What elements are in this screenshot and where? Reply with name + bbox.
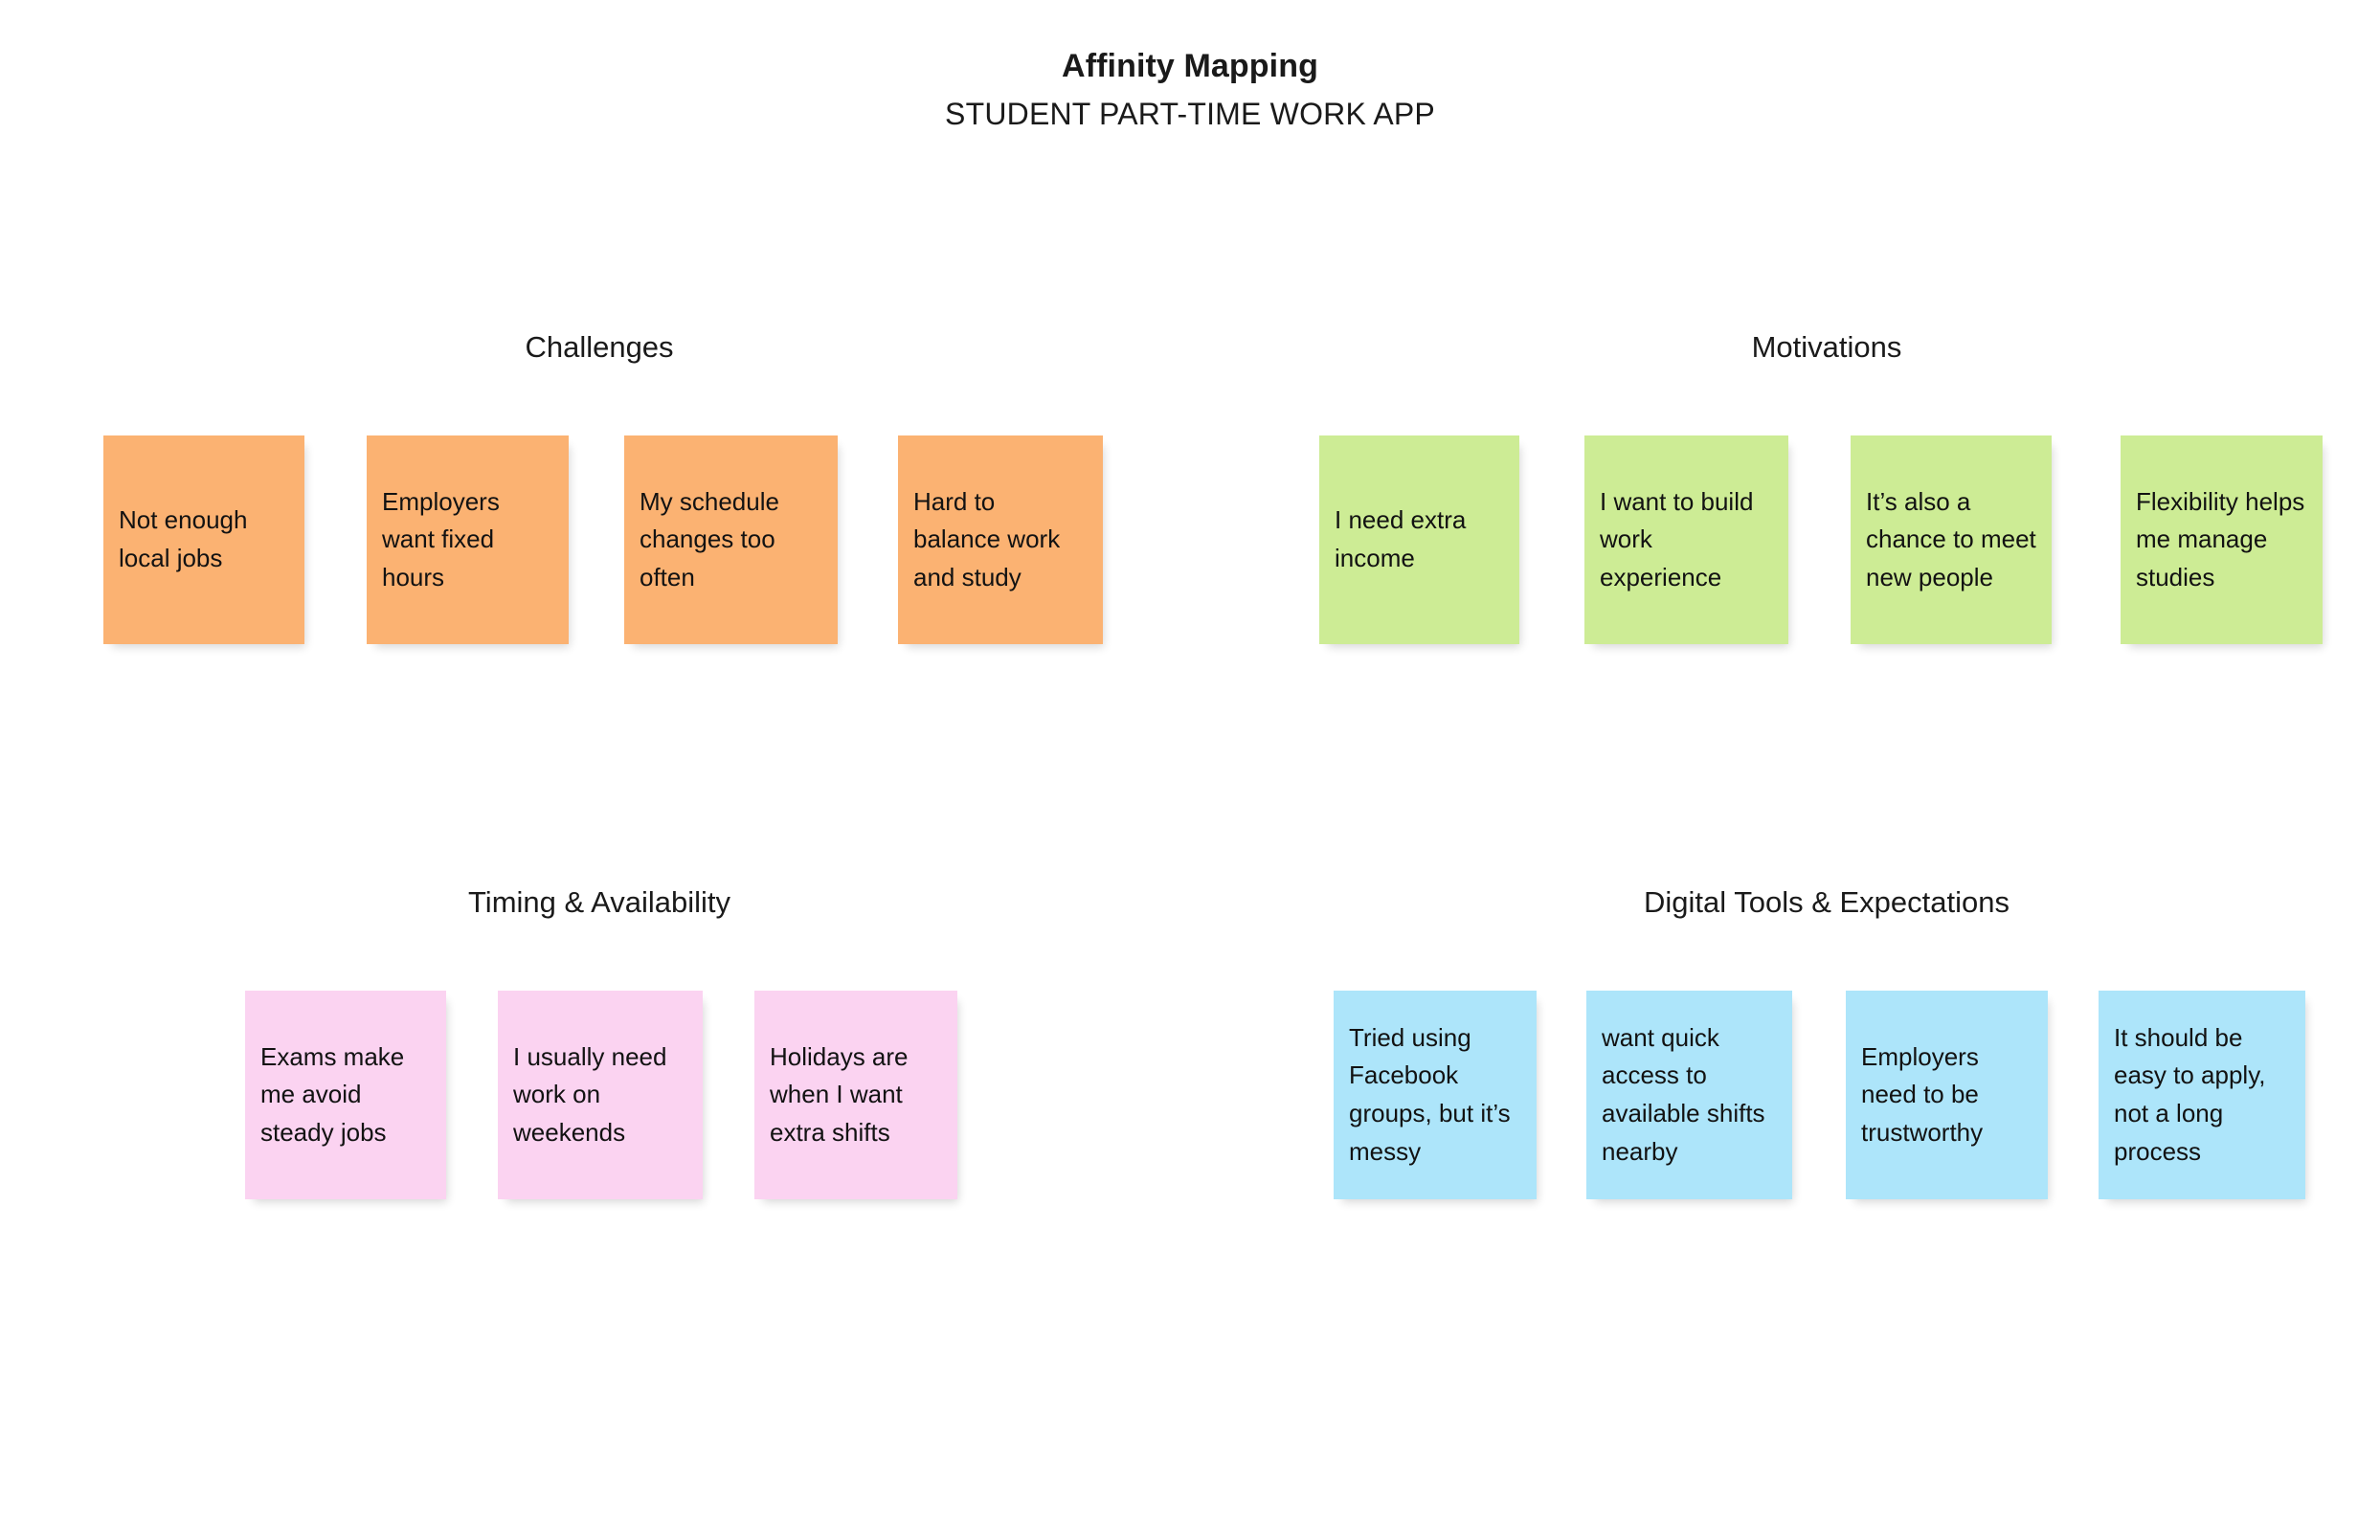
cluster-heading-digital-tools-expectations: Digital Tools & Expectations <box>1644 885 2010 919</box>
cluster-heading-timing-availability: Timing & Availability <box>468 885 730 919</box>
sticky-note-text: Exams make me avoid steady jobs <box>260 1041 405 1147</box>
sticky-note-text: It’s also a chance to meet new people <box>1866 486 2036 591</box>
sticky-note[interactable]: Not enough local jobs <box>103 435 304 644</box>
sticky-note[interactable]: want quick access to available shifts ne… <box>1586 991 1792 1199</box>
cluster-heading-challenges: Challenges <box>525 330 674 364</box>
sticky-note-text: I want to build work experience <box>1600 486 1754 591</box>
sticky-note[interactable]: Employers want fixed hours <box>367 435 569 644</box>
page-title: Affinity Mapping <box>1062 48 1318 84</box>
page-subtitle: STUDENT PART-TIME WORK APP <box>945 96 1435 131</box>
sticky-note-text: I usually need work on weekends <box>513 1041 667 1147</box>
sticky-note[interactable]: It’s also a chance to meet new people <box>1851 435 2052 644</box>
page-title-block: Affinity Mapping STUDENT PART-TIME WORK … <box>0 46 2380 134</box>
sticky-note-text: Flexibility helps me manage studies <box>2136 486 2305 591</box>
sticky-note[interactable]: Holidays are when I want extra shifts <box>754 991 957 1199</box>
sticky-note-text: Employers need to be trustworthy <box>1861 1041 1984 1147</box>
sticky-note-text: Holidays are when I want extra shifts <box>770 1041 909 1147</box>
sticky-note[interactable]: It should be easy to apply, not a long p… <box>2099 991 2305 1199</box>
sticky-note-text: Employers want fixed hours <box>382 486 500 591</box>
sticky-note[interactable]: Employers need to be trustworthy <box>1846 991 2048 1199</box>
sticky-note-text: want quick access to available shifts ne… <box>1602 1022 1765 1166</box>
sticky-note[interactable]: I usually need work on weekends <box>498 991 703 1199</box>
sticky-note[interactable]: I want to build work experience <box>1584 435 1788 644</box>
sticky-note[interactable]: Exams make me avoid steady jobs <box>245 991 446 1199</box>
sticky-note[interactable]: I need extra income <box>1319 435 1519 644</box>
sticky-note[interactable]: Hard to balance work and study <box>898 435 1103 644</box>
sticky-note-text: My schedule changes too often <box>640 486 779 591</box>
sticky-note-text: Tried using Facebook groups, but it’s me… <box>1349 1022 1511 1166</box>
sticky-note-text: I need extra income <box>1335 505 1467 572</box>
sticky-note[interactable]: Flexibility helps me manage studies <box>2121 435 2323 644</box>
sticky-note-text: Hard to balance work and study <box>913 486 1061 591</box>
sticky-note-text: It should be easy to apply, not a long p… <box>2114 1022 2266 1166</box>
sticky-note-text: Not enough local jobs <box>119 505 248 572</box>
sticky-note[interactable]: Tried using Facebook groups, but it’s me… <box>1334 991 1537 1199</box>
sticky-note[interactable]: My schedule changes too often <box>624 435 838 644</box>
cluster-heading-motivations: Motivations <box>1751 330 1902 364</box>
